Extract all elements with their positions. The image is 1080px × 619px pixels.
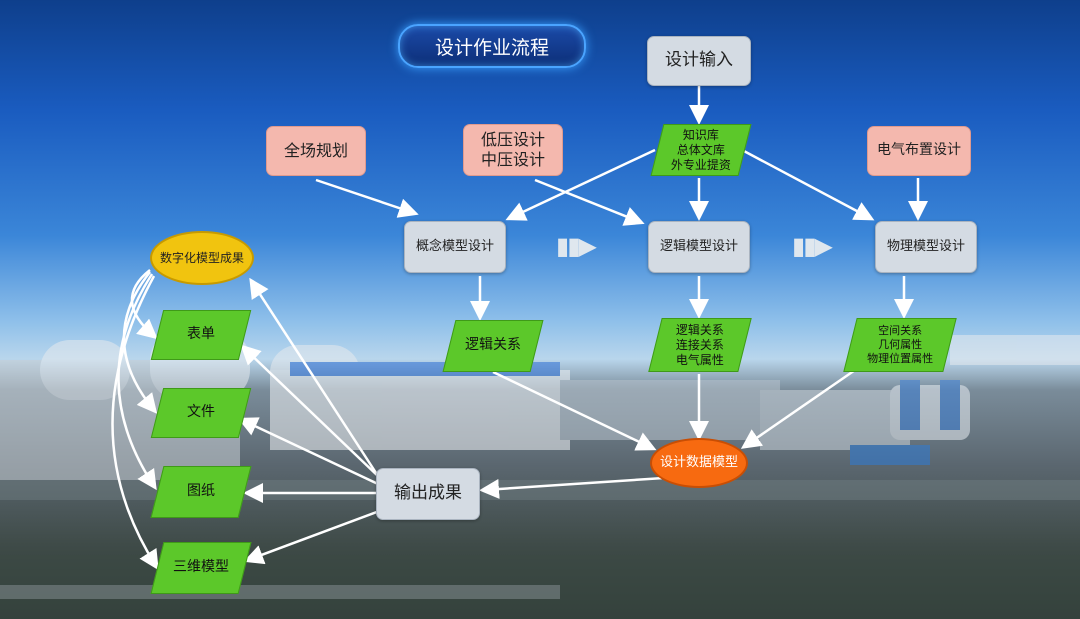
model3d-node: 三维模型	[150, 542, 252, 594]
logic-model-node: 逻辑模型设计	[648, 221, 750, 273]
spatial-node: 空间关系 几何属性 物理位置属性	[843, 318, 957, 372]
forms-label: 表单	[187, 326, 215, 343]
flow-arrow	[740, 366, 859, 449]
flow-arrow	[117, 273, 157, 491]
logic-relation-node: 逻辑关系	[442, 320, 544, 372]
lv-mv-design-node: 低压设计 中压设计	[463, 124, 563, 176]
flow-arrow	[240, 344, 381, 479]
flow-arrow	[237, 417, 379, 486]
flow-arrow	[243, 508, 383, 565]
flow-arrow	[249, 277, 380, 477]
logic-connect-node: 逻辑关系 连接关系 电气属性	[648, 318, 752, 372]
flow-arrow	[111, 275, 159, 571]
diagram-title: 设计作业流程	[398, 24, 586, 68]
electrical-layout-node: 电气布置设计	[867, 126, 971, 176]
digital-result-node: 数字化模型成果	[150, 231, 254, 285]
drawings-node: 图纸	[150, 466, 252, 518]
files-label: 文件	[187, 404, 215, 421]
forms-node: 表单	[150, 310, 252, 360]
flow-arrow	[534, 178, 645, 226]
physical-model-node: 物理模型设计	[875, 221, 977, 273]
design-data-model-node: 设计数据模型	[650, 438, 748, 488]
files-node: 文件	[150, 388, 252, 438]
knowledge-base-node: 知识库 总体文库 外专业提资	[650, 124, 752, 176]
flow-arrow	[479, 476, 665, 499]
design-input-node: 设计输入	[647, 36, 751, 86]
concept-model-node: 概念模型设计	[404, 221, 506, 273]
spatial-label: 空间关系 几何属性 物理位置属性	[867, 324, 933, 365]
flow-arrow	[122, 271, 158, 414]
drawings-label: 图纸	[187, 483, 215, 500]
chevron-arrow-icon: ▮▮▶	[556, 232, 597, 260]
knowledge-base-label: 知识库 总体文库 外专业提资	[670, 127, 731, 172]
site-planning-node: 全场规划	[266, 126, 366, 176]
logic-relation-label: 逻辑关系	[465, 337, 521, 354]
flow-arrow	[315, 178, 419, 218]
flow-arrow	[505, 148, 656, 221]
chevron-arrow-icon: ▮▮▶	[792, 232, 833, 260]
flow-arrow	[492, 370, 657, 451]
flow-arrow	[741, 148, 875, 221]
model3d-label: 三维模型	[173, 559, 229, 576]
output-node: 输出成果	[376, 468, 480, 520]
logic-connect-label: 逻辑关系 连接关系 电气属性	[675, 322, 724, 367]
